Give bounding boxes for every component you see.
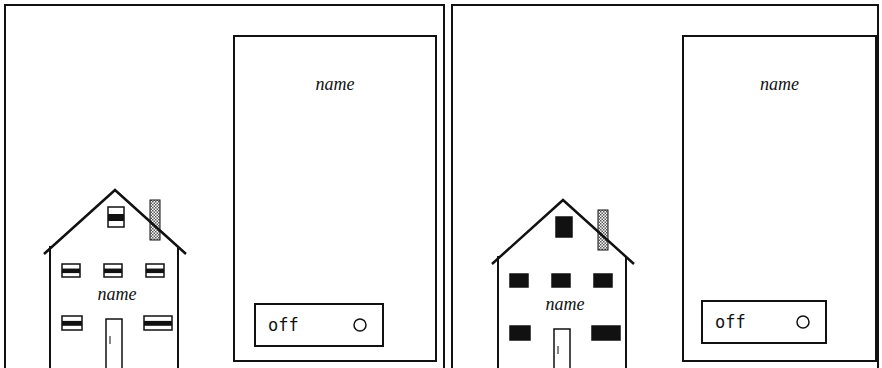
- house-window: [556, 217, 572, 237]
- house-roof: [492, 200, 634, 264]
- house-outline: [44, 186, 190, 368]
- name-label: name: [235, 75, 435, 95]
- house-outline: [492, 196, 638, 368]
- house-window: [146, 264, 164, 277]
- chimney: [150, 200, 160, 240]
- window-shade: [62, 269, 80, 274]
- house-window: [510, 274, 528, 287]
- house-door: [554, 329, 570, 368]
- house-window: [104, 264, 122, 277]
- window-shade: [146, 269, 164, 274]
- chimney: [598, 210, 608, 250]
- door-handle: [110, 336, 111, 344]
- name-label: name: [684, 75, 875, 95]
- device-panel: name off: [682, 35, 877, 362]
- house-roof: [44, 190, 186, 254]
- indicator-circle: [352, 317, 368, 333]
- switch-label: off: [715, 314, 746, 331]
- house-window: [594, 274, 612, 287]
- indicator-circle: [795, 314, 811, 330]
- switch-label: off: [268, 317, 299, 334]
- switch-box: off: [701, 300, 827, 344]
- house-door: [106, 319, 122, 368]
- house-window: [510, 326, 530, 340]
- house-window: [592, 326, 620, 340]
- house-window: [62, 316, 82, 330]
- house-node: name: [492, 196, 638, 368]
- switch-box: off: [254, 303, 384, 347]
- house-window: [144, 316, 172, 330]
- name-label: name: [44, 285, 190, 305]
- device-panel: name off: [233, 35, 437, 362]
- house-window: [552, 274, 570, 287]
- window-shade: [144, 321, 172, 326]
- window-shade: [108, 214, 124, 221]
- door-handle: [558, 346, 559, 354]
- house-wall: [50, 246, 178, 368]
- window-shade: [62, 321, 82, 326]
- house-window: [62, 264, 80, 277]
- window-shade: [104, 269, 122, 274]
- house-node: name: [44, 186, 190, 368]
- house-window: [108, 207, 124, 227]
- name-label: name: [492, 295, 638, 315]
